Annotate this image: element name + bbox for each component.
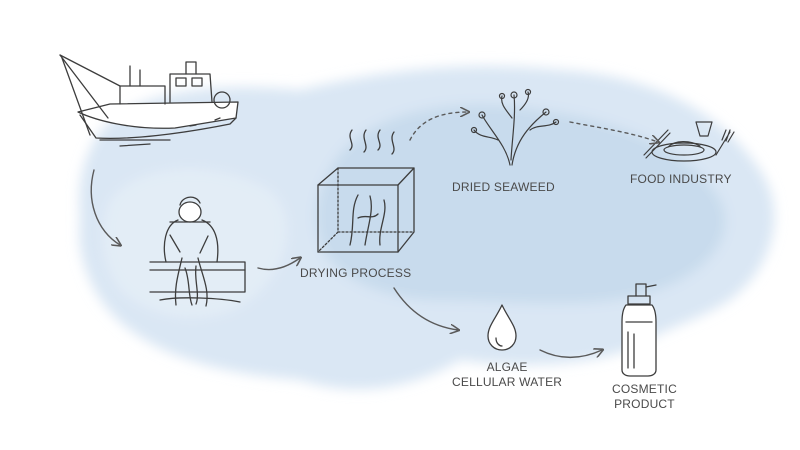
arrow-drying-to-algae xyxy=(393,287,458,330)
drying-box-icon xyxy=(317,129,415,253)
arrow-drying-to-seaweed xyxy=(409,112,468,141)
dried-seaweed-icon xyxy=(470,88,560,166)
seaweed-harvester-icon xyxy=(149,196,246,307)
flow-arrows xyxy=(90,112,658,359)
cosmetic-bottle-icon xyxy=(621,283,657,377)
label-dried-seaweed: DRIED SEAWEED xyxy=(452,180,555,194)
arrow-boat-to-harvest xyxy=(90,169,120,245)
water-drop-icon xyxy=(487,304,517,351)
arrow-seaweed-to-food xyxy=(569,121,658,142)
fishing-boat-icon xyxy=(59,54,239,147)
watercolor-background xyxy=(79,66,775,390)
plated-meal-icon xyxy=(643,121,735,162)
label-food-industry: FOOD INDUSTRY xyxy=(630,172,732,186)
label-drying-process: DRYING PROCESS xyxy=(300,266,412,280)
arrow-harvest-to-drying xyxy=(257,258,300,271)
arrow-algae-to-cosmetic xyxy=(539,350,602,359)
